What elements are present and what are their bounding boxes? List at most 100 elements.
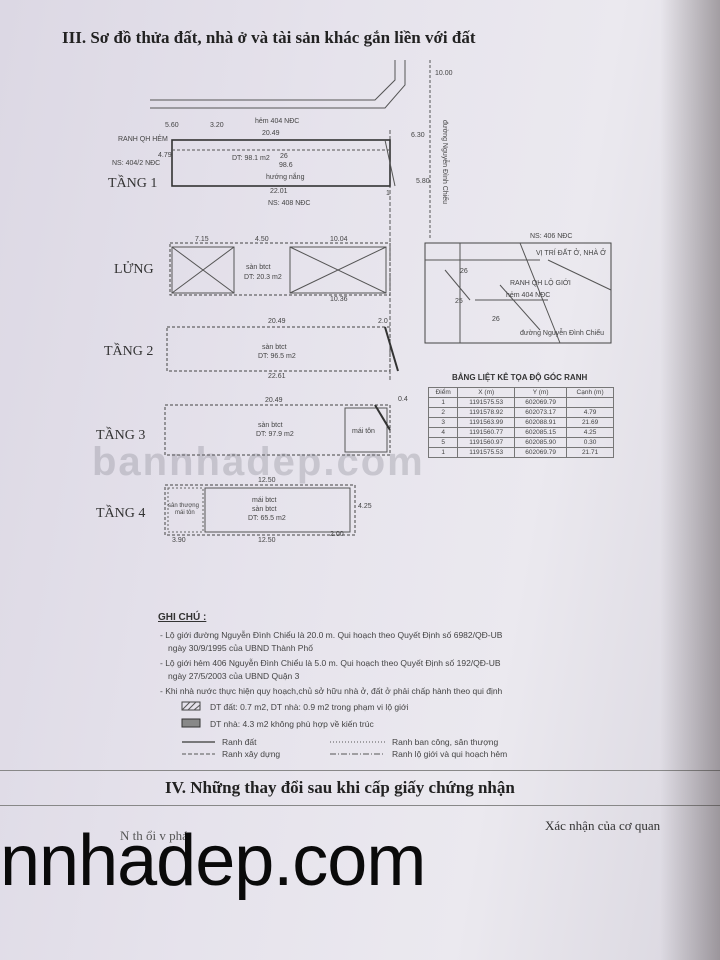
table-cell xyxy=(566,397,614,408)
table-cell: 0.30 xyxy=(566,437,614,448)
dim-630: 6.30 xyxy=(411,132,425,139)
table-cell: 602088.91 xyxy=(514,417,568,428)
coord-table: Điểm X (m) Y (m) Cạnh (m) 1 1191575.53 6… xyxy=(427,387,614,458)
lung-dim-450: 4.50 xyxy=(255,236,269,243)
table-cell: 4 xyxy=(427,427,459,438)
legend-ranh-dat: Ranh đất xyxy=(222,737,257,747)
tang4-roof: mái btct xyxy=(252,497,277,504)
table-cell: 1191575.53 xyxy=(457,397,516,408)
legend-ranh-lo-gioi: Ranh lộ giới và qui hoạch hẻm xyxy=(392,749,508,759)
tang3-dim-04: 0.4 xyxy=(398,396,408,403)
tang3-area: DT: 97.9 m2 xyxy=(256,431,294,438)
legend-area-1: DT đất: 0.7 m2, DT nhà: 0.9 m2 trong phạ… xyxy=(210,702,409,712)
table-header: Y (m) xyxy=(514,387,568,398)
table-cell: 4.25 xyxy=(566,427,614,438)
photo-shadow xyxy=(660,0,720,960)
table-cell: 602085.90 xyxy=(514,437,568,448)
tang3-floor-type: sàn btct xyxy=(258,422,283,429)
table-cell: 4.79 xyxy=(566,407,614,418)
label-ns-408: NS: 408 NĐC xyxy=(268,200,311,207)
map-duong: đường Nguyễn Đình Chiểu xyxy=(520,330,604,337)
tang3-roof: mái tôn xyxy=(352,428,375,435)
table-row: 5 1191560.97 602085.90 0.30 xyxy=(427,437,614,448)
table-cell: 1191578.92 xyxy=(457,407,516,418)
tang4-dim-200: 2.00 xyxy=(330,531,344,538)
floor-label-tang3: TẦNG 3 xyxy=(96,428,146,443)
tang4-floor-type: sàn btct xyxy=(252,506,277,513)
tang2-area: DT: 96.5 m2 xyxy=(258,353,296,360)
table-row: 2 1191578.92 602073.17 4.79 xyxy=(427,407,614,418)
legend-area-2: DT nhà: 4.3 m2 không phù hợp về kiến trú… xyxy=(210,719,374,729)
tang4-dim-390: 3.90 xyxy=(172,537,186,544)
tang4-terrace: sân thượng xyxy=(168,503,199,509)
map-ns-406: NS: 406 NĐC xyxy=(530,233,573,240)
map-parcel-25: 25 xyxy=(455,298,463,305)
note-line: - Lộ giới đường Nguyễn Đình Chiểu là 20.… xyxy=(160,630,503,640)
map-hem: hẻm 404 NĐC xyxy=(506,292,551,299)
confirmation-header: Xác nhận của cơ quan xyxy=(545,818,661,833)
section-divider xyxy=(0,770,720,771)
label-ranh-qh-hem: RANH QH HẺM xyxy=(118,136,168,143)
label-street: đường Nguyễn Đình Chiểu xyxy=(441,120,448,204)
table-cell: 1191560.77 xyxy=(457,427,516,438)
tang4-area: DT: 65.5 m2 xyxy=(248,515,286,522)
coord-table-title: BẢNG LIỆT KÊ TỌA ĐỘ GÓC RANH xyxy=(452,373,588,382)
tang2-dim-20: 2.0 xyxy=(378,318,388,325)
table-cell: 2 xyxy=(427,407,459,418)
map-vi-tri: VỊ TRÍ ĐẤT Ở, NHÀ Ở xyxy=(536,250,607,257)
table-row: 3 1191563.99 602088.91 21.69 xyxy=(427,417,614,428)
note-line: ngày 30/9/1995 của UBND Thành Phố xyxy=(168,643,313,653)
table-cell: 21.69 xyxy=(566,417,614,428)
table-cell: 602073.17 xyxy=(514,407,568,418)
table-cell: 602085.15 xyxy=(514,427,568,438)
lung-dim-715-top: 7.15 xyxy=(195,236,209,243)
note-line: ngày 27/5/2003 của UBND Quận 3 xyxy=(168,671,300,681)
tang4-terrace-roof: mái tôn xyxy=(175,510,195,516)
map-parcel-26b: 26 xyxy=(492,316,500,323)
tang4-dim-1250-top: 12.50 xyxy=(258,477,276,484)
dim-2201: 22.01 xyxy=(270,188,288,195)
dim-320: 3.20 xyxy=(210,122,224,129)
tang1-area: DT: 98.1 m2 xyxy=(232,155,270,162)
tang2-floor-type: sàn btct xyxy=(262,344,287,351)
table-cell: 1191575.53 xyxy=(457,447,516,458)
watermark-big: nnhadep.com xyxy=(0,821,426,901)
section-4-title: IV. Những thay đổi sau khi cấp giấy chứn… xyxy=(165,778,515,797)
table-cell: 1191560.97 xyxy=(457,437,516,448)
dim-560: 5.60 xyxy=(165,122,179,129)
lung-dim-1004: 10.04 xyxy=(330,236,348,243)
floor-label-tang4: TẦNG 4 xyxy=(96,506,146,521)
tang1-area-value: 98.6 xyxy=(279,162,293,169)
legend-ranh-ban-cong: Ranh ban công, sân thượng xyxy=(392,737,499,747)
floor-label-lung: LỬNG xyxy=(114,262,154,277)
table-header-row: Điểm X (m) Y (m) Cạnh (m) xyxy=(427,387,614,398)
note-line: - Khi nhà nước thực hiện quy hoạch,chủ s… xyxy=(160,686,503,696)
notes-title: GHI CHÚ : xyxy=(158,612,207,623)
floor-label-tang1: TẦNG 1 xyxy=(108,176,158,191)
table-cell: 21.71 xyxy=(566,447,614,458)
table-row: 4 1191560.77 602085.15 4.25 xyxy=(427,427,614,438)
lung-floor-type: sàn btct xyxy=(246,264,271,271)
legend-ranh-xay-dung: Ranh xây dựng xyxy=(222,749,281,759)
table-header: Điểm xyxy=(427,387,459,398)
tang4-dim-425: 4.25 xyxy=(358,503,372,510)
watermark-small: bannhadep.com xyxy=(92,440,425,484)
label-hem: hẻm 404 NĐC xyxy=(255,118,300,125)
map-ranh-qh: RANH QH LỘ GIỚI xyxy=(510,280,571,287)
table-cell: 1191563.99 xyxy=(457,417,516,428)
tang2-dim-2049: 20.49 xyxy=(268,318,286,325)
bottom-left-fragment: N th ổi v phá xyxy=(120,828,188,843)
tang4-dim-1250-bottom: 12.50 xyxy=(258,537,276,544)
label-ns-404: NS: 404/2 NĐC xyxy=(112,160,161,167)
map-parcel-26a: 26 xyxy=(460,268,468,275)
table-header: X (m) xyxy=(457,387,516,398)
table-cell: 602069.79 xyxy=(514,447,568,458)
dim-2049-t1: 20.49 xyxy=(262,130,280,137)
floor-label-tang2: TẦNG 2 xyxy=(104,344,154,359)
table-cell: 5 xyxy=(427,437,459,448)
table-cell: 3 xyxy=(427,417,459,428)
tang1-parcel: 26 xyxy=(280,153,288,160)
lung-dim-1036: 10.36 xyxy=(330,296,348,303)
table-row: 1 1191575.53 602069.79 21.71 xyxy=(427,447,614,458)
